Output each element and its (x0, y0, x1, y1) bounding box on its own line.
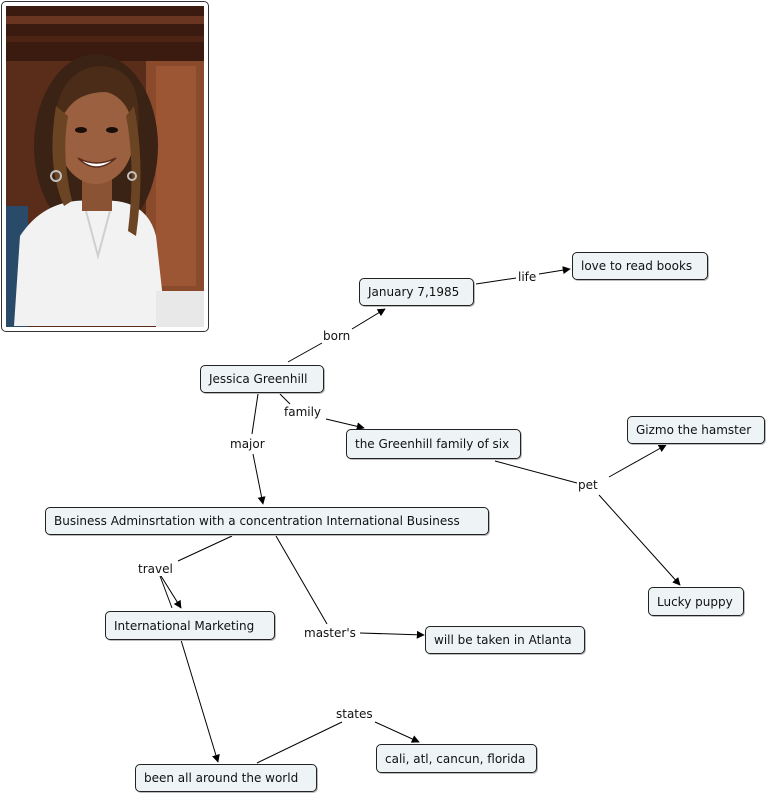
link-line-states-in (257, 722, 342, 763)
link-line-life-in (476, 278, 516, 284)
node-jessica-greenhill[interactable]: Jessica Greenhill (200, 365, 324, 393)
link-line-travel-out-marketing-2 (160, 576, 172, 608)
link-line-born-in (288, 343, 322, 362)
link-label-family: family (283, 405, 322, 419)
link-label-major: major (229, 437, 266, 451)
node-around-the-world[interactable]: been all around the world (135, 764, 317, 792)
node-business-administration[interactable]: Business Adminsrtation with a concentrat… (45, 507, 489, 535)
link-line-travel-out-marketing (161, 576, 181, 608)
node-birthday[interactable]: January 7,1985 (359, 278, 474, 306)
link-label-masters: master's (303, 626, 357, 640)
node-lucky-puppy[interactable]: Lucky puppy (648, 587, 744, 616)
link-line-marketing-world (181, 640, 218, 762)
link-line-major-in (252, 394, 258, 434)
link-line-major-out (253, 454, 263, 504)
link-label-pet: pet (577, 478, 599, 492)
link-line-travel-in (178, 536, 232, 561)
node-international-marketing[interactable]: International Marketing (105, 611, 275, 640)
link-line-family-out (326, 419, 364, 428)
link-label-travel: travel (137, 562, 174, 576)
link-label-states: states (335, 707, 374, 721)
link-line-family-in (280, 394, 290, 404)
portrait-photo (6, 6, 204, 327)
link-line-life-out (539, 269, 570, 274)
node-greenhill-family[interactable]: the Greenhill family of six (346, 429, 521, 459)
link-line-pet-in (495, 461, 577, 483)
node-cali-atl-cancun-florida[interactable]: cali, atl, cancun, florida (376, 744, 537, 773)
link-line-pet-out-gizmo (609, 445, 666, 477)
portrait-photo-frame (1, 1, 209, 332)
link-line-pet-out-lucky (599, 495, 680, 585)
link-line-masters-in (276, 536, 327, 624)
link-label-born: born (322, 329, 351, 343)
link-line-states-out (375, 722, 419, 742)
node-taken-in-atlanta[interactable]: will be taken in Atlanta (425, 626, 585, 654)
link-line-born-out (352, 309, 385, 329)
link-label-life: life (517, 270, 537, 284)
node-love-to-read-books[interactable]: love to read books (572, 252, 708, 280)
node-gizmo-the-hamster[interactable]: Gizmo the hamster (627, 416, 765, 444)
link-line-masters-out (360, 633, 424, 635)
